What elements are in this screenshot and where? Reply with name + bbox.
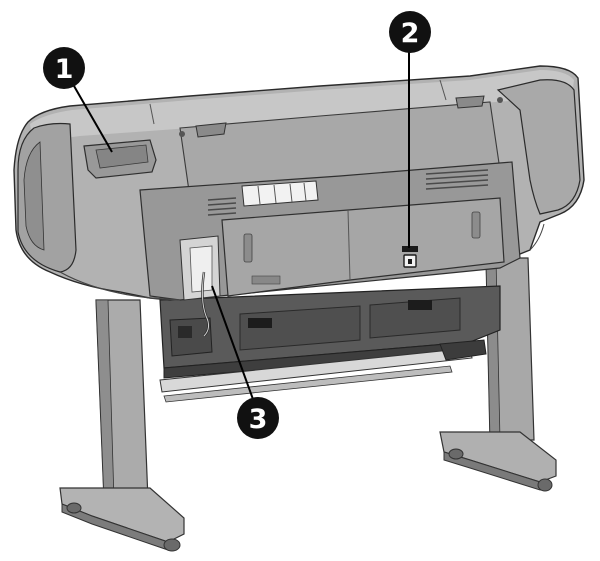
left-leg [59,299,185,552]
callout-3: 3 [237,397,279,439]
printer-body [13,65,585,337]
stand [59,257,557,552]
callout-1: 1 [43,47,85,89]
callout-2: 2 [389,11,431,53]
leader-line-1 [73,85,113,153]
callout-3-label: 3 [249,404,268,435]
power-socket [402,246,418,268]
callout-1-label: 1 [55,54,74,85]
callout-2-label: 2 [401,18,420,49]
vents [207,169,489,216]
leader-lines [73,48,410,403]
leader-line-3 [211,285,255,403]
bin-area [159,285,501,403]
